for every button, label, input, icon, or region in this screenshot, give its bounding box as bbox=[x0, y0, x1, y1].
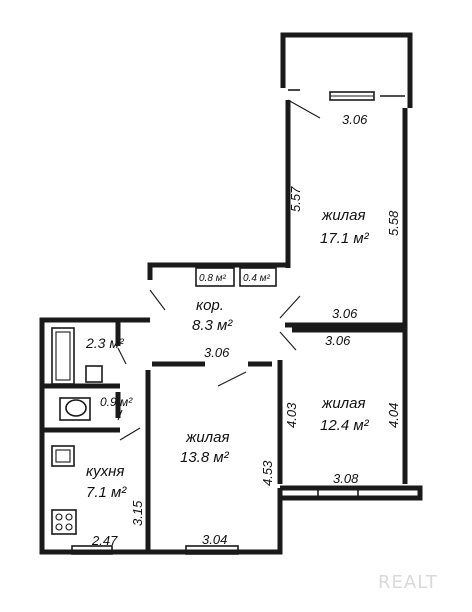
wall-top-room-left bbox=[280, 32, 413, 108]
dim-mid-room-bottom-width: 3.04 bbox=[202, 532, 227, 547]
door-right-room bbox=[279, 331, 297, 351]
door-top-room bbox=[287, 99, 321, 119]
wall-left-block bbox=[39, 317, 150, 555]
door-bath bbox=[117, 347, 127, 365]
stove-icon bbox=[51, 509, 77, 535]
door-corridor-right bbox=[279, 295, 301, 319]
door-corridor-left bbox=[149, 289, 166, 311]
dim-top-room-left-height: 5.57 bbox=[288, 186, 303, 212]
walls bbox=[39, 32, 423, 555]
fixtures bbox=[51, 99, 321, 535]
dim-right-room-bottom-width: 3.08 bbox=[333, 471, 359, 486]
toilet-icon bbox=[65, 399, 87, 417]
dim-right-room-top-width: 3.06 bbox=[325, 333, 351, 348]
room-name-living-mid: жилая bbox=[185, 429, 229, 446]
room-area-living-top: 17.1 м² bbox=[320, 230, 370, 247]
room-area-closet-2: 0.4 м² bbox=[243, 273, 271, 284]
bathtub-icon bbox=[51, 327, 75, 385]
room-name-corridor: кор. bbox=[196, 297, 224, 314]
room-area-living-right: 12.4 м² bbox=[320, 417, 370, 434]
room-name-kitchen: кухня bbox=[86, 463, 124, 480]
room-area-kitchen: 7.1 м² bbox=[86, 484, 127, 501]
wall-mid-room bbox=[145, 370, 283, 555]
window-right-room bbox=[317, 488, 359, 498]
wall-right-room-bottom bbox=[280, 485, 423, 501]
dim-top-room-top-width: 3.06 bbox=[342, 112, 368, 127]
closet-box-2 bbox=[239, 267, 277, 287]
room-area-bathroom: 2.3 м² bbox=[85, 335, 125, 351]
door-kitchen bbox=[119, 427, 141, 441]
wall-corridor-top bbox=[147, 262, 288, 280]
door-mid-room bbox=[217, 371, 247, 387]
room-name-living-top: жилая bbox=[321, 207, 365, 224]
room-labels: жилая 17.1 м² кор. 8.3 м² 0.8 м² 0.4 м² … bbox=[85, 207, 370, 501]
room-area-corridor: 8.3 м² bbox=[192, 317, 233, 334]
dim-corridor-width: 3.06 bbox=[204, 345, 230, 360]
window-mid-room bbox=[185, 545, 239, 555]
watermark-logo: REALT bbox=[378, 572, 438, 593]
dimension-labels: 3.06 5.57 5.58 3.06 3.06 3.06 4.03 4.04 … bbox=[91, 112, 401, 548]
room-area-living-mid: 13.8 м² bbox=[180, 449, 230, 466]
dim-kitchen-height: 3.15 bbox=[130, 500, 145, 526]
window-kitchen bbox=[71, 545, 113, 555]
dim-right-room-right-height: 4.04 bbox=[386, 403, 401, 428]
dim-kitchen-width: 2.47 bbox=[91, 533, 118, 548]
dim-right-room-left-height: 4.03 bbox=[284, 402, 299, 428]
door-toilet bbox=[117, 409, 123, 421]
closet-box-1 bbox=[195, 267, 235, 287]
room-area-toilet: 0.9 м² bbox=[100, 395, 133, 409]
dim-top-room-bottom-width: 3.06 bbox=[332, 306, 358, 321]
sink-icon bbox=[85, 365, 103, 383]
kitchen-sink-icon bbox=[51, 445, 75, 467]
dim-top-room-right-height: 5.58 bbox=[386, 210, 401, 236]
dim-mid-room-height: 4.53 bbox=[260, 460, 275, 486]
room-area-closet-1: 0.8 м² bbox=[199, 273, 227, 284]
room-name-living-right: жилая bbox=[321, 395, 365, 412]
